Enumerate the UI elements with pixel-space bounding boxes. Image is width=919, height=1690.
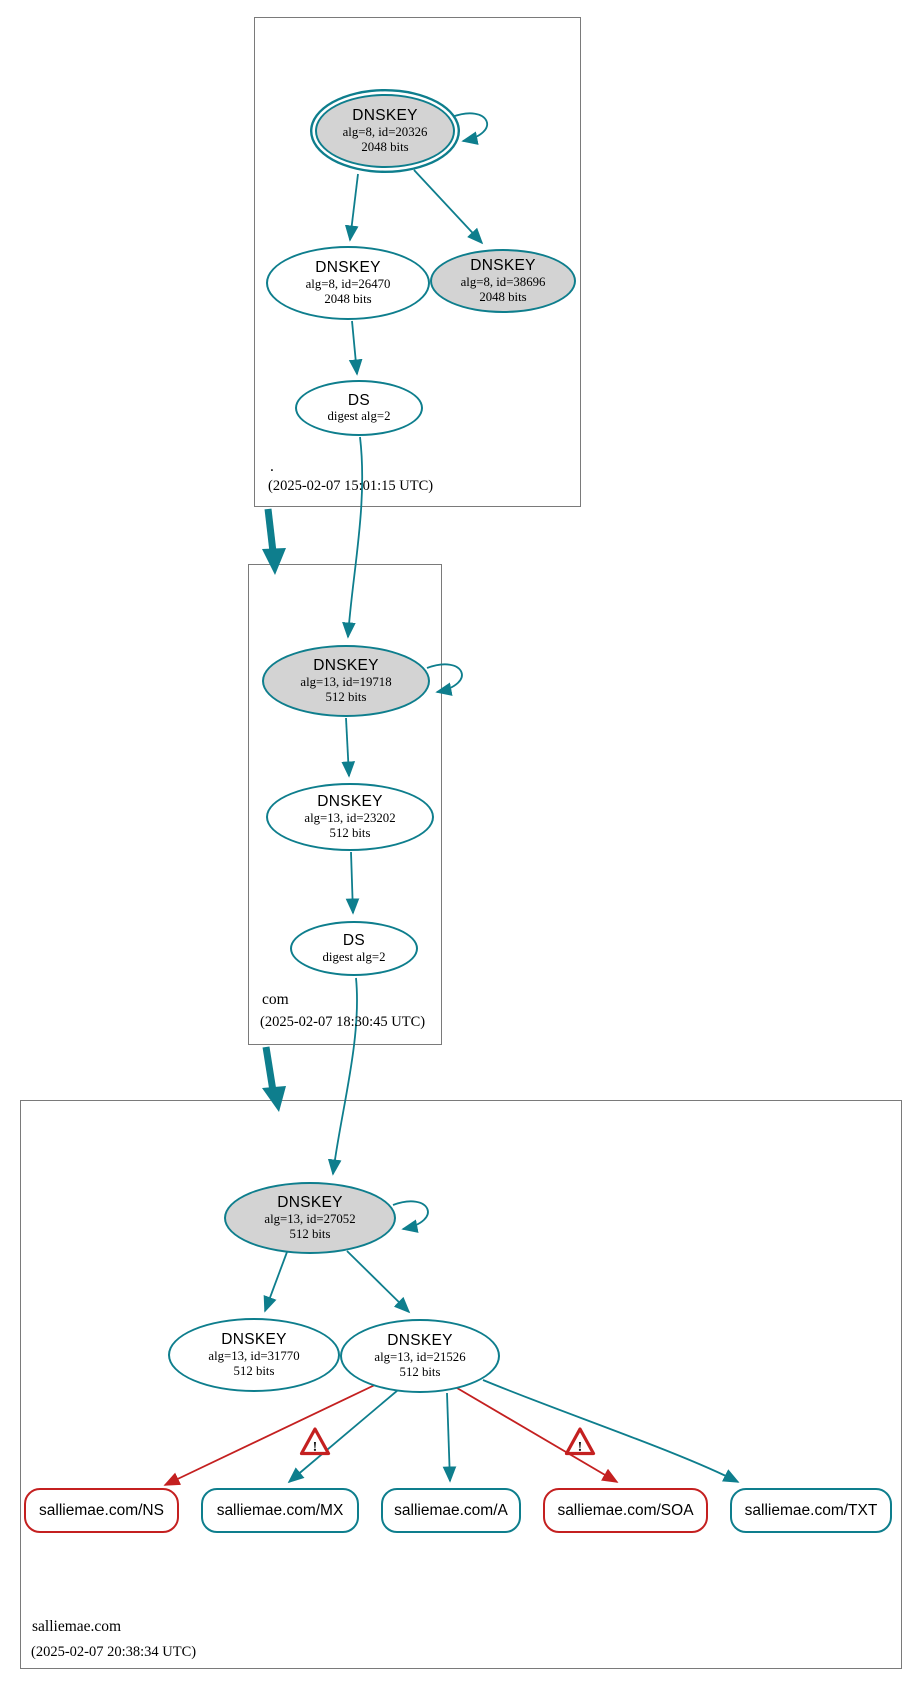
edge-zsk-to-mx (287, 1389, 399, 1484)
dnskey-node-com-ksk-19718[interactable]: DNSKEY alg=13, id=19718 512 bits (262, 645, 430, 717)
rrset-node-ns[interactable]: salliemae.com/NS (24, 1488, 179, 1533)
edge-zsk-to-ns (163, 1382, 380, 1486)
rrset-label: salliemae.com/A (394, 1501, 508, 1519)
node-detail-alg: alg=8, id=26470 (305, 276, 391, 291)
zone-timestamp-com: (2025-02-07 18:30:45 UTC) (260, 1014, 426, 1030)
node-title: DS (342, 932, 366, 950)
edge-com-ksk-selfloop (426, 663, 463, 696)
rrset-node-txt[interactable]: salliemae.com/TXT (730, 1488, 892, 1533)
warning-icon-soa: ! (564, 1427, 596, 1456)
node-detail-bits: 512 bits (289, 1226, 331, 1241)
delegation-arrowhead-com-to-salliemae (262, 1086, 286, 1112)
dnskey-node-com-zsk-23202[interactable]: DNSKEY alg=13, id=23202 512 bits (266, 783, 434, 851)
zone-box-com (248, 564, 442, 1045)
dnskey-node-salliemae-key-31770[interactable]: DNSKEY alg=13, id=31770 512 bits (168, 1318, 340, 1392)
edge-salliemae-ksk-to-key31770 (263, 1251, 288, 1313)
dnskey-node-salliemae-ksk-27052[interactable]: DNSKEY alg=13, id=27052 512 bits (224, 1182, 396, 1254)
edge-com-ksk-to-zsk (341, 717, 356, 778)
zone-label-root: . (270, 458, 274, 475)
rrset-label: salliemae.com/SOA (557, 1501, 694, 1519)
rrset-node-mx[interactable]: salliemae.com/MX (201, 1488, 359, 1533)
edge-com-zsk-to-ds (345, 851, 360, 915)
zone-box-root (254, 17, 581, 507)
node-detail-bits: 512 bits (399, 1364, 441, 1379)
node-detail-bits: 512 bits (325, 689, 367, 704)
zone-label-com: com (262, 991, 289, 1008)
ds-node-com[interactable]: DS digest alg=2 (290, 921, 418, 976)
node-detail-digest: digest alg=2 (322, 949, 386, 964)
zone-box-salliemae (20, 1100, 902, 1669)
node-detail-bits: 512 bits (233, 1363, 275, 1378)
node-title: DNSKEY (387, 1332, 453, 1350)
node-detail-bits: 512 bits (329, 825, 371, 840)
edge-salliemae-ksk-selfloop (392, 1200, 429, 1233)
node-detail-bits: 2048 bits (479, 289, 527, 304)
node-title: DNSKEY (315, 259, 381, 277)
zone-label-salliemae: salliemae.com (32, 1618, 122, 1635)
dnskey-node-root-ksk-20326[interactable]: DNSKEY alg=8, id=20326 2048 bits (315, 94, 455, 168)
node-title: DNSKEY (221, 1331, 287, 1349)
node-detail-digest: digest alg=2 (327, 409, 391, 424)
node-detail-bits: 2048 bits (324, 291, 372, 306)
edge-root-ksk-to-ksk38696 (413, 169, 484, 245)
node-title: DS (347, 391, 371, 409)
rrset-label: salliemae.com/MX (216, 1501, 344, 1519)
edge-root-ksk-to-zsk26470 (344, 173, 359, 242)
node-title: DNSKEY (352, 107, 418, 125)
node-title: DNSKEY (313, 657, 379, 675)
delegation-arrowhead-root-to-com (262, 548, 286, 575)
ds-node-root[interactable]: DS digest alg=2 (295, 380, 423, 436)
rrset-label: salliemae.com/TXT (744, 1501, 878, 1519)
node-detail-alg: alg=8, id=38696 (460, 274, 546, 289)
node-title: DNSKEY (277, 1194, 343, 1212)
node-detail-alg: alg=8, id=20326 (342, 124, 428, 139)
node-detail-alg: alg=13, id=31770 (208, 1348, 300, 1363)
rrset-node-soa[interactable]: salliemae.com/SOA (543, 1488, 708, 1533)
edge-zsk-to-a (442, 1392, 457, 1483)
dnskey-node-root-zsk-26470[interactable]: DNSKEY alg=8, id=26470 2048 bits (266, 246, 430, 320)
dnskey-node-salliemae-zsk-21526[interactable]: DNSKEY alg=13, id=21526 512 bits (340, 1319, 500, 1393)
node-detail-alg: alg=13, id=23202 (304, 810, 396, 825)
warning-exclamation: ! (313, 1440, 318, 1455)
rrset-node-a[interactable]: salliemae.com/A (381, 1488, 521, 1533)
delegation-arrow-com-to-salliemae (262, 1046, 277, 1092)
edge-root-ksk-selfloop (451, 112, 488, 145)
node-title: DNSKEY (470, 257, 536, 275)
node-detail-bits: 2048 bits (361, 139, 409, 154)
node-detail-alg: alg=13, id=21526 (374, 1349, 466, 1364)
delegation-arrow-root-to-com (264, 508, 277, 553)
node-detail-alg: alg=13, id=19718 (300, 674, 392, 689)
edge-salliemae-ksk-to-zsk (346, 1250, 411, 1314)
node-title: DNSKEY (317, 793, 383, 811)
edge-com-ds-to-salliemae-ksk (327, 977, 358, 1176)
dnskey-node-root-ksk-38696[interactable]: DNSKEY alg=8, id=38696 2048 bits (430, 249, 576, 313)
edge-root-zsk-to-ds (348, 320, 363, 376)
edge-zsk-to-txt (482, 1379, 740, 1483)
rrset-label: salliemae.com/NS (39, 1501, 164, 1519)
warning-exclamation: ! (578, 1440, 583, 1455)
warning-icon-ns: ! (299, 1427, 331, 1456)
zone-timestamp-root: (2025-02-07 15:01:15 UTC) (268, 478, 434, 494)
zone-timestamp-salliemae: (2025-02-07 20:38:34 UTC) (31, 1644, 197, 1660)
node-detail-alg: alg=13, id=27052 (264, 1211, 356, 1226)
edge-zsk-to-soa (456, 1387, 619, 1483)
edge-root-ds-to-com-ksk (342, 436, 364, 639)
